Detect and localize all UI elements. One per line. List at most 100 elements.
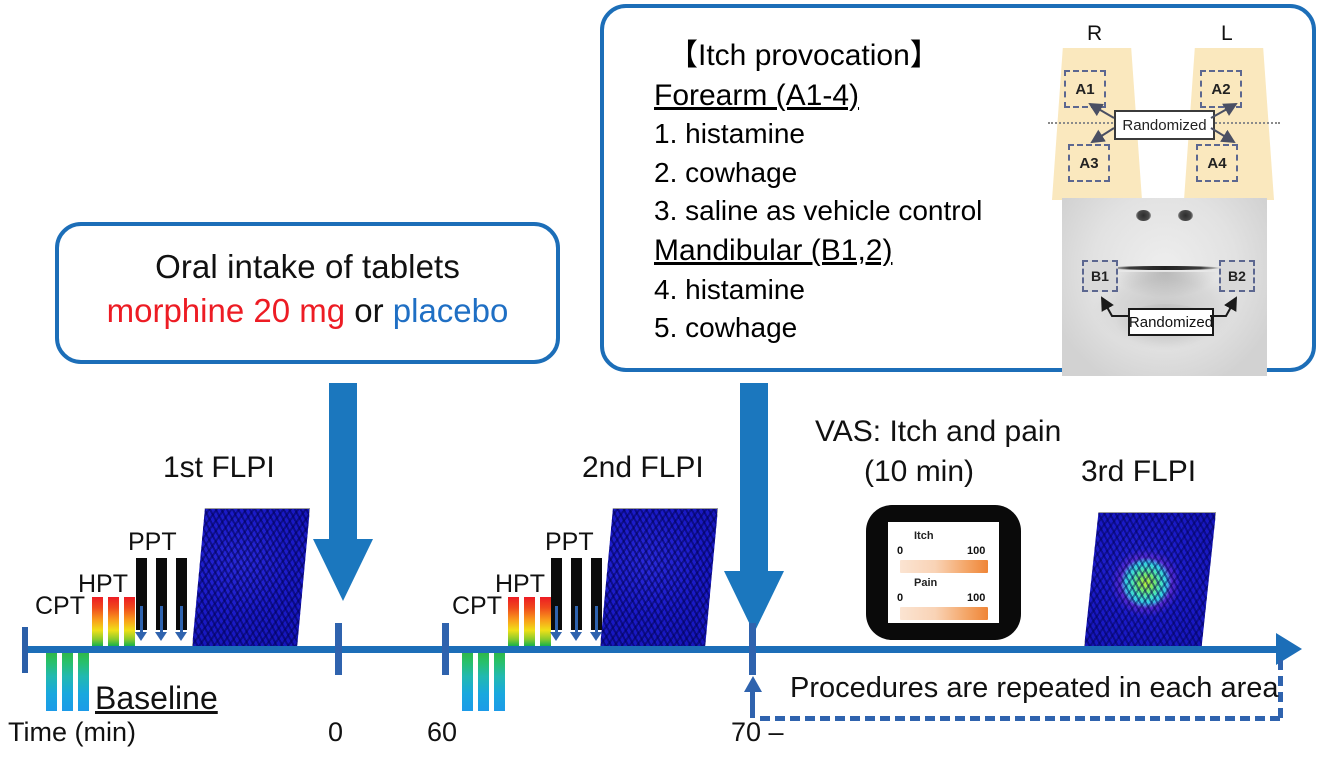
list-item: 4. histamine <box>654 273 805 305</box>
ppt-arrow-stem <box>140 606 143 634</box>
hpt-bar <box>540 597 551 646</box>
time-tick-label-60: 60 <box>427 717 458 747</box>
time-axis-label: Time (min) <box>8 717 136 747</box>
stage-label-flpi1: 1st FLPI <box>163 451 275 484</box>
hpt-bar <box>108 597 119 646</box>
ppt-bar <box>591 558 602 630</box>
list-item: 5. cowhage <box>654 312 798 344</box>
placebo-label: placebo <box>392 292 509 329</box>
cpt-bar <box>494 653 505 711</box>
timeline-axis <box>22 646 1284 653</box>
timeline-tick-0 <box>335 623 342 675</box>
time-tick-label-0: 0 <box>328 717 344 747</box>
timeline-tick-60 <box>442 623 449 675</box>
ppt-arrow-head <box>550 632 562 641</box>
itch-provocation-callout: 【Itch provocation】 Forearm (A1-4) 1. his… <box>600 4 1316 376</box>
timeline-start-cap <box>22 627 28 673</box>
vas-pain-max: 100 <box>967 592 986 604</box>
cpt-bar <box>78 653 89 711</box>
itch-provocation-arrow <box>723 383 785 639</box>
ppt-arrow-head <box>155 632 167 641</box>
itch-provocation-title: 【Itch provocation】 <box>668 39 940 72</box>
ppt-arrow-stem <box>160 606 163 634</box>
mandibular-site-b1: B1 <box>1082 260 1118 292</box>
ppt-arrow-stem <box>555 606 558 634</box>
forearm-site-a3: A3 <box>1068 144 1110 182</box>
ppt-arrow-stem <box>180 606 183 634</box>
hpt-bar <box>124 597 135 646</box>
ppt-bar <box>571 558 582 630</box>
morphine-label: morphine 20 mg <box>106 292 346 329</box>
vas-itch-slider[interactable] <box>900 560 988 573</box>
ppt-arrow-head <box>590 632 602 641</box>
nostril-right <box>1136 210 1151 221</box>
cpt-bar <box>46 653 57 711</box>
forearm-schematic: R L A1 A2 A3 A4 Randomized <box>1024 22 1306 212</box>
cpt-bar <box>62 653 73 711</box>
hpt-label: HPT <box>78 570 128 598</box>
stage-label-flpi3: 3rd FLPI <box>1081 455 1197 488</box>
face-randomized-box: Randomized <box>1128 308 1214 336</box>
forearm-side-right-label: R <box>1087 22 1103 45</box>
cpt-bar <box>462 653 473 711</box>
list-item: 3. saline as vehicle control <box>654 195 983 227</box>
ppt-arrow-head <box>570 632 582 641</box>
repeat-note: Procedures are repeated in each area <box>790 672 1279 704</box>
oral-intake-line1: Oral intake of tablets <box>155 248 460 285</box>
flpi-image-baseline <box>192 508 310 648</box>
repeat-loop-dashed-line <box>760 716 1280 721</box>
vas-device[interactable]: Itch 0 100 Pain 0 100 <box>866 505 1021 640</box>
face-schematic: B1 B2 Randomized <box>1024 198 1306 376</box>
timeline-tick-70 <box>749 623 756 675</box>
forearm-site-a4: A4 <box>1196 144 1238 182</box>
vas-itch-min: 0 <box>897 545 904 557</box>
vas-pain-min: 0 <box>897 592 904 604</box>
baseline-label: Baseline <box>95 680 218 716</box>
cpt-label: CPT <box>452 592 502 620</box>
ppt-arrow-stem <box>595 606 598 634</box>
forearm-heading: Forearm (A1-4) <box>654 78 860 112</box>
ppt-bar <box>136 558 147 630</box>
forearm-site-a1: A1 <box>1064 70 1106 108</box>
mandibular-heading: Mandibular (B1,2) <box>654 234 893 268</box>
ppt-arrow-head <box>135 632 147 641</box>
ppt-bar <box>156 558 167 630</box>
list-item: 1. histamine <box>654 118 805 150</box>
stage-label-vas-line1: VAS: Itch and pain <box>815 415 1062 448</box>
ppt-bar <box>176 558 187 630</box>
or-connector: or <box>345 292 393 329</box>
flpi-image-second <box>600 508 718 648</box>
flpi-image-third <box>1084 512 1216 648</box>
mandibular-site-b2: B2 <box>1219 260 1255 292</box>
oral-intake-arrow <box>312 383 374 601</box>
forearm-randomized-box: Randomized <box>1114 110 1215 140</box>
nostril-left <box>1178 210 1193 221</box>
repeat-loop-return-arrowhead <box>744 676 762 692</box>
ppt-label: PPT <box>128 528 177 556</box>
ppt-arrow-head <box>175 632 187 641</box>
itch-provocation-text: 【Itch provocation】 Forearm (A1-4) 1. his… <box>654 36 1034 348</box>
timeline-arrowhead <box>1276 633 1302 665</box>
oral-intake-line2: morphine 20 mg or placebo <box>59 292 556 330</box>
ppt-bar <box>551 558 562 630</box>
vas-screen: Itch 0 100 Pain 0 100 <box>888 522 999 623</box>
vas-itch-max: 100 <box>967 545 986 557</box>
lip-shadow <box>1112 272 1218 298</box>
vas-pain-label: Pain <box>914 577 938 589</box>
cpt-bar <box>478 653 489 711</box>
forearm-midline-left <box>1180 122 1280 124</box>
forearm-site-a2: A2 <box>1200 70 1242 108</box>
repeat-loop-riser <box>1278 660 1283 718</box>
hpt-bar <box>524 597 535 646</box>
forearm-midline-right <box>1048 122 1148 124</box>
repeat-loop-return-stem <box>750 690 755 718</box>
list-item: 2. cowhage <box>654 156 798 188</box>
ppt-label: PPT <box>545 528 594 556</box>
cpt-label: CPT <box>35 592 85 620</box>
vas-pain-slider[interactable] <box>900 607 988 620</box>
oral-intake-callout: Oral intake of tablets morphine 20 mg or… <box>55 222 560 364</box>
mouth-line <box>1109 266 1221 270</box>
hpt-label: HPT <box>495 570 545 598</box>
vas-itch-label: Itch <box>914 530 934 542</box>
